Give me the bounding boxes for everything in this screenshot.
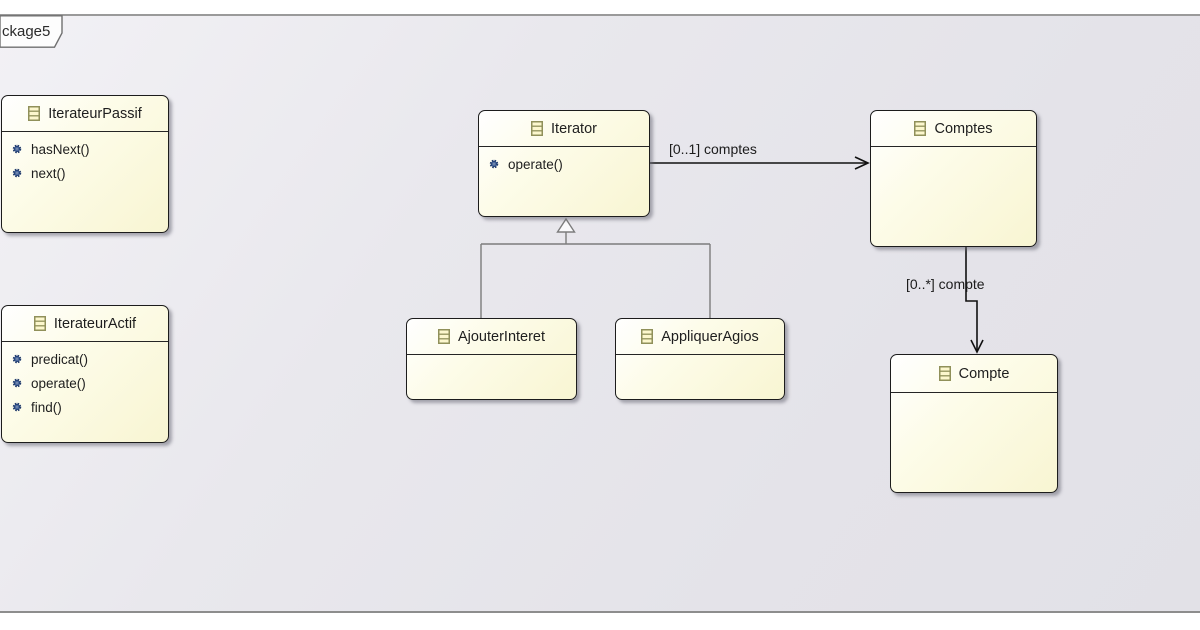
class-name: IterateurPassif <box>48 105 142 122</box>
gear-icon <box>12 168 22 178</box>
generalization-triangle-arrowhead <box>556 217 576 233</box>
class-name: Compte <box>958 365 1010 382</box>
class-name: AjouterInteret <box>457 328 546 345</box>
arrowhead-down-icon <box>970 339 984 354</box>
operation-row[interactable]: hasNext() <box>11 137 159 161</box>
class-ajouter-interet[interactable]: AjouterInteret <box>406 318 577 400</box>
class-header: Iterator <box>479 111 649 147</box>
class-icon <box>641 329 654 344</box>
class-name: IterateurActif <box>53 315 137 332</box>
class-name: Iterator <box>551 120 597 137</box>
class-header: IterateurActif <box>2 306 168 342</box>
class-header: AppliquerAgios <box>616 319 784 355</box>
operation-row[interactable]: operate() <box>488 152 640 176</box>
association-iterator-comptes[interactable] <box>650 156 870 170</box>
operation-label: operate() <box>508 156 563 172</box>
operation-label: find() <box>31 399 62 415</box>
class-icon <box>33 316 46 331</box>
package-tab[interactable] <box>0 15 70 48</box>
class-icon <box>914 121 927 136</box>
gear-icon <box>12 144 22 154</box>
class-icon <box>437 329 450 344</box>
class-header: IterateurPassif <box>2 96 168 132</box>
gear-icon <box>12 354 22 364</box>
arrowhead-right-icon <box>854 156 870 170</box>
operations-compartment: predicat() operate() find() <box>2 342 168 419</box>
operation-row[interactable]: next() <box>11 161 159 185</box>
package-tab-label: ckage5 <box>2 22 51 40</box>
class-icon <box>938 366 951 381</box>
operation-label: operate() <box>31 375 86 391</box>
class-appliquer-agios[interactable]: AppliquerAgios <box>615 318 785 400</box>
class-header: AjouterInteret <box>407 319 576 355</box>
operation-label: hasNext() <box>31 141 90 157</box>
package-tab-shape <box>0 15 63 48</box>
class-compte[interactable]: Compte <box>890 354 1058 493</box>
class-icon <box>531 121 544 136</box>
association-label-comptes[interactable]: [0..1] comptes <box>669 141 757 157</box>
class-name: AppliquerAgios <box>661 328 759 345</box>
operation-row[interactable]: find() <box>11 395 159 419</box>
association-comptes-compte[interactable] <box>965 247 984 354</box>
operation-row[interactable]: predicat() <box>11 347 159 371</box>
gear-icon <box>489 159 499 169</box>
class-iterateur-passif[interactable]: IterateurPassif hasNext() next() <box>1 95 169 233</box>
gear-icon <box>12 378 22 388</box>
operation-row[interactable]: operate() <box>11 371 159 395</box>
operations-compartment: hasNext() next() <box>2 132 168 185</box>
class-icon <box>28 106 41 121</box>
class-name: Comptes <box>934 120 993 137</box>
operation-label: predicat() <box>31 351 89 367</box>
class-header: Compte <box>891 355 1057 393</box>
operations-compartment: operate() <box>479 147 649 176</box>
operation-label: next() <box>31 165 66 181</box>
class-comptes[interactable]: Comptes <box>870 110 1037 247</box>
class-header: Comptes <box>871 111 1036 147</box>
class-iterateur-actif[interactable]: IterateurActif predicat() operate() find… <box>1 305 169 443</box>
class-iterator[interactable]: Iterator operate() <box>478 110 650 217</box>
gear-icon <box>12 402 22 412</box>
generalization-edges[interactable] <box>480 217 711 318</box>
association-label-compte[interactable]: [0..*] compte <box>906 276 985 292</box>
